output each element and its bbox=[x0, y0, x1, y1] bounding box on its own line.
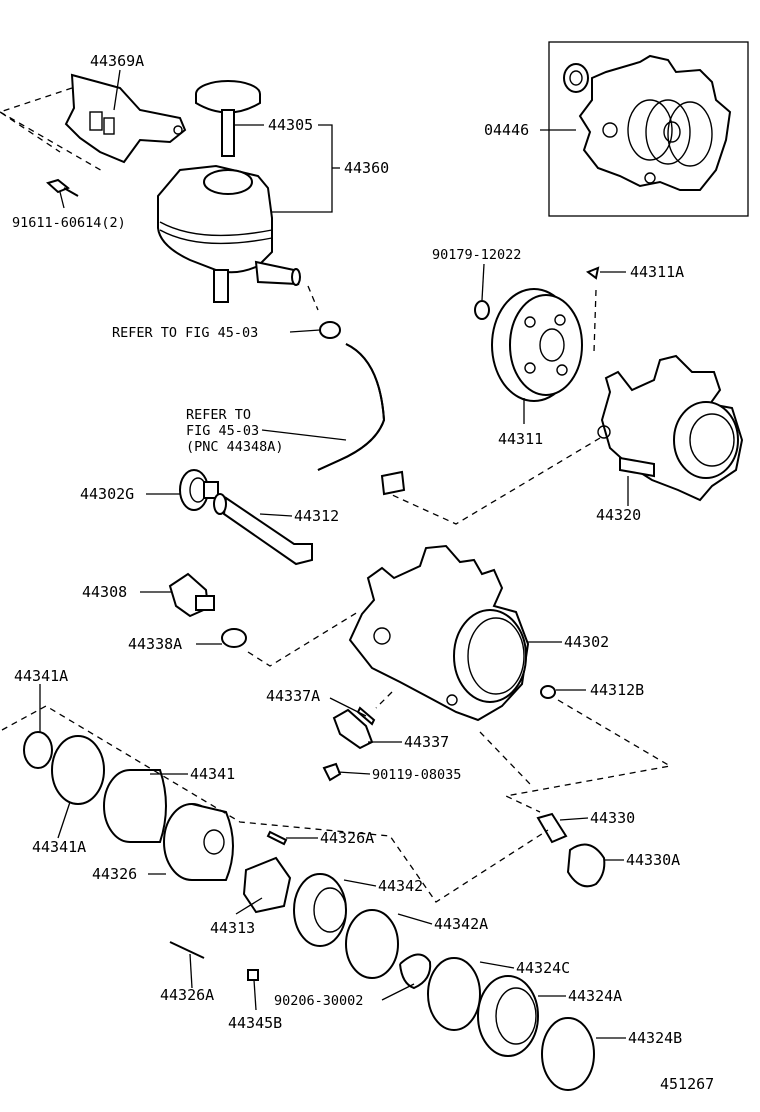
shaft-with-bearing bbox=[179, 469, 313, 566]
dashed-guide-lines bbox=[0, 87, 672, 903]
label-44326A-bottom: 44326A bbox=[160, 986, 214, 1004]
label-44369A: 44369A bbox=[90, 52, 144, 70]
label-44313: 44313 bbox=[210, 919, 255, 937]
label-44326A-top: 44326A bbox=[320, 829, 374, 847]
label-44311A: 44311A bbox=[630, 263, 684, 281]
label-90119-08035: 90119-08035 bbox=[372, 767, 461, 783]
label-44320: 44320 bbox=[596, 506, 641, 524]
label-44341: 44341 bbox=[190, 765, 235, 783]
label-44338A: 44338A bbox=[128, 635, 182, 653]
leader-lines bbox=[39, 69, 629, 1039]
cartridge-parts bbox=[23, 731, 595, 1091]
label-44302: 44302 bbox=[564, 633, 609, 651]
pump-assembly bbox=[597, 354, 744, 502]
label-44312: 44312 bbox=[294, 507, 339, 525]
figure-id: 451267 bbox=[660, 1075, 714, 1093]
reservoir-bracket bbox=[46, 73, 187, 197]
label-91611-60614: 91611-60614(2) bbox=[12, 215, 126, 231]
label-44302G: 44302G bbox=[80, 485, 134, 503]
label-pnc-44348A: (PNC 44348A) bbox=[186, 439, 284, 455]
union-connector bbox=[168, 572, 247, 648]
small-parts-middle bbox=[322, 685, 606, 888]
label-fig-45-03: FIG 45-03 bbox=[186, 423, 259, 439]
label-44311: 44311 bbox=[498, 430, 543, 448]
label-44337: 44337 bbox=[404, 733, 449, 751]
label-refer-fig-45-03: REFER TO FIG 45-03 bbox=[112, 325, 258, 341]
label-44330: 44330 bbox=[590, 809, 635, 827]
return-hose bbox=[317, 321, 406, 496]
label-44324B: 44324B bbox=[628, 1029, 682, 1047]
label-44330A: 44330A bbox=[626, 851, 680, 869]
pulley bbox=[474, 266, 600, 402]
label-44324A: 44324A bbox=[568, 987, 622, 1005]
label-refer-to: REFER TO bbox=[186, 407, 251, 423]
label-44360: 44360 bbox=[344, 159, 389, 177]
label-44341A-top: 44341A bbox=[14, 667, 68, 685]
label-44305: 44305 bbox=[268, 116, 313, 134]
pump-housing bbox=[348, 544, 530, 722]
part-labels: 44369A 44305 44360 04446 91611-60614(2) … bbox=[12, 52, 714, 1093]
label-04446: 04446 bbox=[484, 121, 529, 139]
label-44337A: 44337A bbox=[266, 687, 320, 705]
reservoir-tank bbox=[157, 164, 301, 303]
label-90179-12022: 90179-12022 bbox=[432, 247, 521, 263]
label-44324C: 44324C bbox=[516, 959, 570, 977]
label-44341A-bottom: 44341A bbox=[32, 838, 86, 856]
reservoir-cap bbox=[195, 80, 261, 157]
label-90206-30002: 90206-30002 bbox=[274, 993, 363, 1009]
label-44326: 44326 bbox=[92, 865, 137, 883]
label-44342A: 44342A bbox=[434, 915, 488, 933]
gasket-kit-inset bbox=[548, 41, 749, 217]
label-44308: 44308 bbox=[82, 583, 127, 601]
label-44345B: 44345B bbox=[228, 1014, 282, 1032]
label-44342: 44342 bbox=[378, 877, 423, 895]
label-44312B: 44312B bbox=[590, 681, 644, 699]
